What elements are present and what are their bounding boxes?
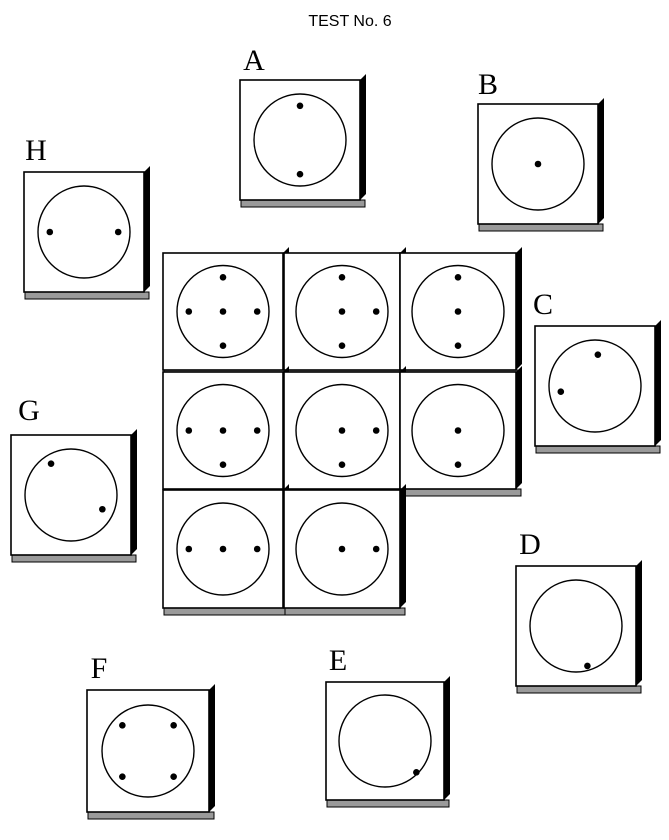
cell-dot (454, 427, 462, 434)
answer-options: A B C D E F G H (10, 44, 661, 820)
cell-circle (176, 383, 270, 478)
matrix-cell-r2c3 (399, 366, 522, 497)
option-circle (491, 117, 585, 211)
option-d[interactable]: D (515, 528, 642, 694)
cell-dot (454, 461, 462, 469)
cell-dot (338, 461, 346, 469)
cell-circle (295, 264, 389, 359)
option-letter: A (243, 44, 265, 77)
option-letter: F (91, 652, 108, 685)
option-dot (119, 773, 126, 780)
cell-dot (372, 308, 380, 315)
cell-dot (185, 308, 193, 315)
option-circle (529, 579, 623, 673)
cell-circle (411, 264, 505, 359)
option-dot (594, 351, 602, 358)
cell-circle (176, 264, 270, 359)
matrix-cell-r3c1 (162, 484, 289, 616)
option-circle (548, 339, 642, 433)
option-tile (10, 429, 137, 563)
cell-dot (454, 308, 462, 315)
option-circle (253, 93, 347, 187)
option-letter: C (533, 288, 553, 321)
option-dot (119, 722, 126, 729)
matrix-cell-r2c2 (283, 366, 406, 497)
cell-dot (219, 308, 227, 315)
option-dot (170, 773, 177, 780)
option-circle (338, 694, 432, 788)
option-letter: E (329, 644, 347, 677)
cell-dot (338, 308, 346, 315)
option-dot (296, 102, 304, 110)
option-tile (515, 560, 642, 694)
cell-dot (253, 427, 261, 434)
option-dot (47, 460, 55, 467)
option-circle (101, 704, 195, 798)
matrix-cell-r2c1 (162, 366, 289, 497)
option-e[interactable]: E (325, 644, 450, 808)
option-tile (239, 74, 366, 208)
option-g[interactable]: G (10, 394, 137, 563)
cell-circle (295, 383, 389, 478)
matrix-cell-r1c3 (399, 247, 522, 378)
option-circle (37, 185, 131, 279)
matrix-cell-r1c2 (283, 247, 406, 378)
matrix-cell-r1c1 (162, 247, 289, 378)
cell-dot (219, 342, 227, 350)
cell-circle (411, 383, 505, 478)
cell-dot (253, 545, 261, 553)
cell-dot (338, 427, 346, 434)
cell-dot (454, 274, 462, 281)
matrix-cell-r3c2 (283, 484, 406, 616)
option-a[interactable]: A (239, 44, 366, 208)
option-dot (413, 769, 420, 776)
cell-circle (176, 502, 270, 596)
option-dot (170, 722, 177, 729)
option-b[interactable]: B (477, 68, 604, 232)
option-letter: H (25, 134, 47, 167)
option-tile (86, 684, 215, 820)
option-h[interactable]: H (23, 134, 150, 300)
option-circle (24, 448, 118, 542)
option-dot (46, 228, 54, 236)
option-letter: D (519, 528, 541, 561)
option-dot (296, 170, 304, 178)
cell-dot (219, 274, 227, 281)
cell-dot (219, 461, 227, 469)
option-c[interactable]: C (533, 288, 661, 454)
option-tile (23, 166, 150, 300)
cell-dot (372, 545, 380, 553)
option-tile (325, 676, 450, 808)
cell-circle (295, 502, 389, 596)
cell-dot (338, 342, 346, 350)
cell-dot (338, 545, 346, 553)
option-dot (534, 160, 542, 168)
cell-dot (185, 427, 193, 434)
option-dot (99, 505, 106, 513)
cell-dot (253, 308, 261, 315)
option-dot (114, 228, 122, 236)
option-dot (584, 662, 591, 670)
test-title: TEST No. 6 (308, 13, 391, 30)
cell-dot (219, 427, 227, 434)
option-f[interactable]: F (86, 652, 215, 820)
matrix-grid (162, 247, 522, 616)
option-letter: G (18, 394, 40, 427)
cell-dot (454, 342, 462, 350)
option-letter: B (478, 68, 498, 101)
option-dot (557, 388, 565, 396)
option-tile (534, 320, 661, 454)
cell-dot (338, 274, 346, 281)
cell-dot (185, 545, 193, 553)
option-tile (477, 98, 604, 232)
cell-dot (372, 427, 380, 434)
cell-dot (219, 545, 227, 553)
